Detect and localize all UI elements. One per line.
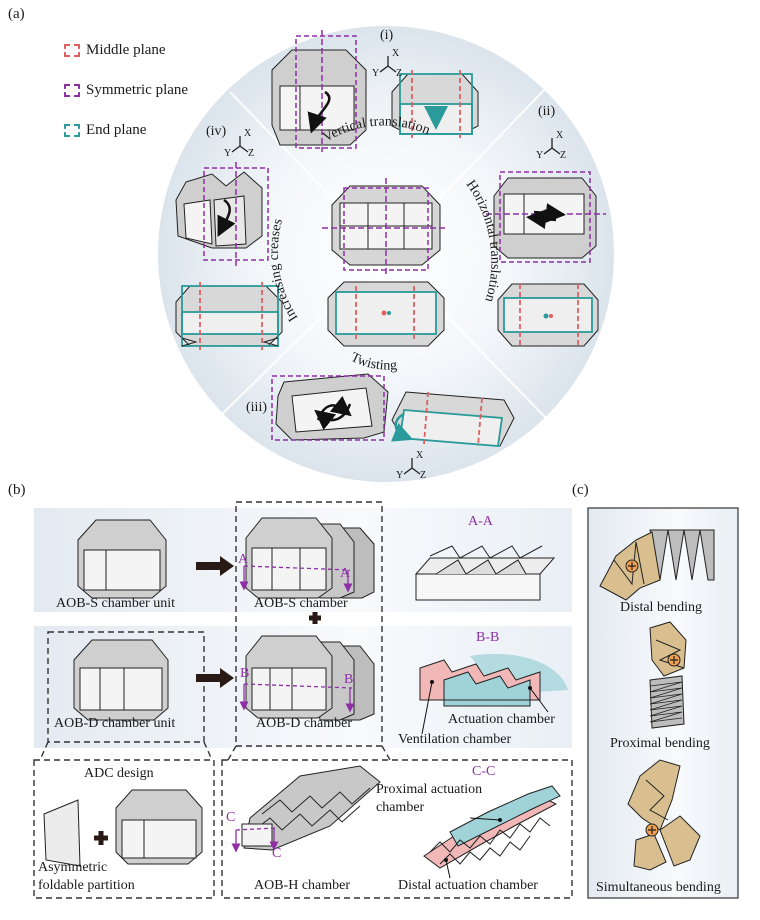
distal-bending-model	[599, 529, 715, 601]
label-ii: (ii)	[538, 104, 556, 119]
label-iii: (iii)	[246, 400, 267, 415]
aob-d-unit	[73, 639, 169, 721]
panel-c-letter: (c)	[572, 482, 589, 498]
panel-a-letter: (a)	[8, 6, 25, 22]
axis-y-iii: Y	[396, 470, 404, 481]
model-iv-planes	[175, 282, 283, 350]
model-i-chamber	[271, 30, 367, 152]
mark-b-right: B	[344, 672, 354, 687]
legend-label-middle: Middle plane	[86, 42, 166, 58]
center-chamber-bottom	[327, 281, 445, 347]
label-proximal-bending: Proximal bending	[610, 736, 710, 751]
plus-b-mid	[309, 612, 321, 624]
plus-adc	[94, 831, 108, 845]
panel-c-frame	[587, 507, 739, 899]
proximal-bending-model	[649, 621, 687, 729]
aob-d-chamber	[239, 635, 375, 721]
model-iii-chamber	[271, 373, 389, 441]
label-asymmetric: Asymmetric	[38, 860, 108, 875]
mark-c-right: C	[272, 846, 282, 861]
adc-unit	[115, 789, 203, 865]
legend-swatch-symmetric	[64, 84, 80, 97]
label-distal-actuation: Distal actuation chamber	[398, 878, 538, 893]
aob-h-chamber	[231, 765, 381, 853]
label-aob-s-unit: AOB-S chamber unit	[56, 596, 175, 611]
legend-symmetric-plane: Symmetric plane	[64, 82, 188, 99]
section-aa	[414, 545, 556, 601]
label-iv: (iv)	[206, 124, 227, 139]
label-actuation-chamber: Actuation chamber	[448, 712, 555, 727]
axis-y-ii: Y	[536, 150, 544, 161]
label-bb: B-B	[476, 630, 500, 645]
mark-b-left: B	[240, 666, 250, 681]
axis-z-i: Z	[396, 68, 403, 79]
label-cc: C-C	[472, 764, 496, 779]
label-aob-s-chamber: AOB-S chamber	[254, 596, 348, 611]
axis-triads	[231, 56, 561, 475]
mark-a-right: A	[340, 566, 351, 581]
label-aob-d-unit: AOB-D chamber unit	[54, 716, 176, 731]
legend-swatch-middle	[64, 44, 80, 57]
panel-b-letter: (b)	[8, 482, 26, 498]
axis-x-i: X	[392, 48, 400, 59]
mark-c-left: C	[226, 810, 236, 825]
aob-s-chamber	[239, 517, 375, 599]
label-adc-design: ADC design	[84, 766, 154, 781]
axis-y-i: Y	[372, 68, 380, 79]
legend-label-end: End plane	[86, 122, 147, 138]
axis-x-iv: X	[244, 128, 252, 139]
label-simultaneous-bending: Simultaneous bending	[596, 880, 721, 895]
label-aa: A-A	[468, 514, 493, 529]
model-ii-chamber	[486, 171, 606, 263]
axis-y-iv: Y	[224, 148, 232, 159]
model-iii-planes	[390, 391, 515, 447]
legend-swatch-end	[64, 124, 80, 137]
model-ii-planes	[497, 283, 599, 347]
aob-s-unit	[77, 519, 167, 599]
model-iv-chamber	[175, 162, 269, 266]
axis-x-ii: X	[556, 130, 564, 141]
center-chamber-top	[322, 178, 448, 274]
axis-z-ii: Z	[560, 150, 567, 161]
axis-z-iii: Z	[420, 470, 427, 481]
label-distal-bending: Distal bending	[620, 600, 703, 615]
arrow-s	[196, 556, 234, 576]
adc-partition	[43, 799, 81, 867]
section-bb	[419, 653, 568, 735]
label-aob-d-chamber: AOB-D chamber	[256, 716, 353, 731]
axis-z-iv: Z	[248, 148, 255, 159]
mark-a-left: A	[238, 552, 249, 567]
legend-label-symmetric: Symmetric plane	[86, 82, 189, 98]
simultaneous-bending-model	[627, 759, 701, 871]
label-i: (i)	[380, 28, 394, 43]
label-aob-h-chamber: AOB-H chamber	[254, 878, 351, 893]
axis-x-iii: X	[416, 450, 424, 461]
label-proximal-actuation: Proximal actuation	[376, 782, 483, 797]
label-proximal-chamber: chamber	[376, 800, 425, 815]
model-i-planes	[391, 70, 479, 138]
label-ventilation-chamber: Ventilation chamber	[398, 732, 512, 747]
legend-middle-plane: Middle plane	[64, 42, 166, 59]
section-cc	[423, 785, 561, 879]
label-foldable-partition: foldable partition	[38, 878, 135, 893]
arrow-d	[196, 668, 234, 688]
legend-end-plane: End plane	[64, 122, 146, 139]
dashed-boxes	[33, 501, 573, 899]
